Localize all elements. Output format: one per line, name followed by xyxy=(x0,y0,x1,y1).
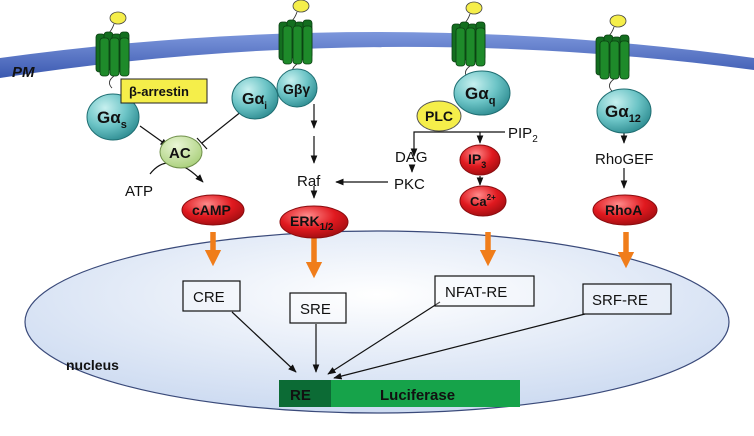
svg-text:Gαq: Gαq xyxy=(465,84,495,107)
transmembrane-helix xyxy=(619,40,630,80)
svg-text:RE: RE xyxy=(290,387,311,404)
ligand-loop xyxy=(465,1,483,15)
svg-text:RhoA: RhoA xyxy=(605,202,642,218)
svg-text:PLC: PLC xyxy=(425,108,453,124)
plc-node: PLC xyxy=(416,100,462,132)
raf-label: Raf xyxy=(297,173,321,190)
g-alpha-12: Gα12 xyxy=(596,88,652,134)
transmembrane-helix xyxy=(302,25,313,65)
ip3-node: IP3 xyxy=(459,144,501,176)
svg-text:SRF-RE: SRF-RE xyxy=(592,292,648,309)
camp-node: cAMP xyxy=(181,194,245,226)
svg-text:Gαi: Gαi xyxy=(242,91,267,112)
svg-text:Gα12: Gα12 xyxy=(605,102,641,125)
g-alpha-q: Gαq xyxy=(453,70,511,116)
svg-text:Luciferase: Luciferase xyxy=(380,387,455,404)
reporter-construct: RE Luciferase xyxy=(279,380,520,407)
nucleus-label: nucleus xyxy=(66,357,119,373)
re-segment xyxy=(279,380,331,407)
transmembrane-helix xyxy=(465,27,476,67)
srf-re-box: SRF-RE xyxy=(582,283,672,315)
membrane-label: PM xyxy=(12,64,35,81)
transmembrane-helix xyxy=(475,27,486,67)
rhogef-label: RhoGEF xyxy=(595,151,653,168)
svg-text:Ca2+: Ca2+ xyxy=(470,193,496,209)
adenylyl-cyclase: AC xyxy=(159,135,203,169)
svg-text:AC: AC xyxy=(169,145,191,162)
plasma-membrane xyxy=(0,32,754,78)
svg-text:β-arrestin: β-arrestin xyxy=(129,84,189,99)
transmembrane-helix xyxy=(282,25,293,65)
svg-text:NFAT-RE: NFAT-RE xyxy=(445,284,507,301)
transmembrane-helix xyxy=(455,27,466,67)
nucleus-ellipse xyxy=(24,230,730,414)
svg-text:IP3: IP3 xyxy=(468,151,486,170)
receptor-c-terminus xyxy=(609,78,615,92)
svg-text:ERK1/2: ERK1/2 xyxy=(290,213,334,233)
orange-arrows xyxy=(204,232,635,279)
svg-text:SRE: SRE xyxy=(300,301,331,318)
receptor-3 xyxy=(451,1,486,79)
ligand-loop xyxy=(609,14,627,28)
receptor-1 xyxy=(95,11,130,89)
receptor-2 xyxy=(278,0,313,77)
transmembrane-helix xyxy=(599,40,610,80)
g-alpha-i: Gαi xyxy=(231,76,279,120)
atp-label: ATP xyxy=(125,183,153,200)
luciferase-segment xyxy=(331,380,520,407)
rhoa-node: RhoA xyxy=(592,194,658,226)
ligand-loop xyxy=(109,11,127,25)
svg-text:Gβγ: Gβγ xyxy=(283,81,310,97)
nfat-re-box: NFAT-RE xyxy=(434,275,535,307)
receptor-c-terminus xyxy=(109,75,115,89)
g-alpha-s: Gαs xyxy=(86,93,140,141)
transmembrane-helix xyxy=(99,37,110,77)
g-beta-gamma: Gβγ xyxy=(276,68,318,108)
svg-text:cAMP: cAMP xyxy=(192,202,231,218)
ligand-loop xyxy=(292,0,310,13)
receptor-4 xyxy=(595,14,630,92)
cre-box: CRE xyxy=(182,280,241,312)
transmembrane-helix xyxy=(292,25,303,65)
pip2-label: PIP2 xyxy=(508,125,538,145)
erk-node: ERK1/2 xyxy=(279,205,349,239)
svg-text:Gαs: Gαs xyxy=(97,108,127,131)
transmembrane-helix xyxy=(119,37,130,77)
transmembrane-helix xyxy=(109,37,120,77)
svg-text:CRE: CRE xyxy=(193,289,225,306)
transmembrane-helix xyxy=(609,40,620,80)
beta-arrestin-box: β-arrestin xyxy=(120,78,208,104)
pkc-label: PKC xyxy=(394,176,425,193)
calcium-node: Ca2+ xyxy=(459,185,507,217)
dag-label: DAG xyxy=(395,149,428,166)
sre-box: SRE xyxy=(289,292,347,324)
